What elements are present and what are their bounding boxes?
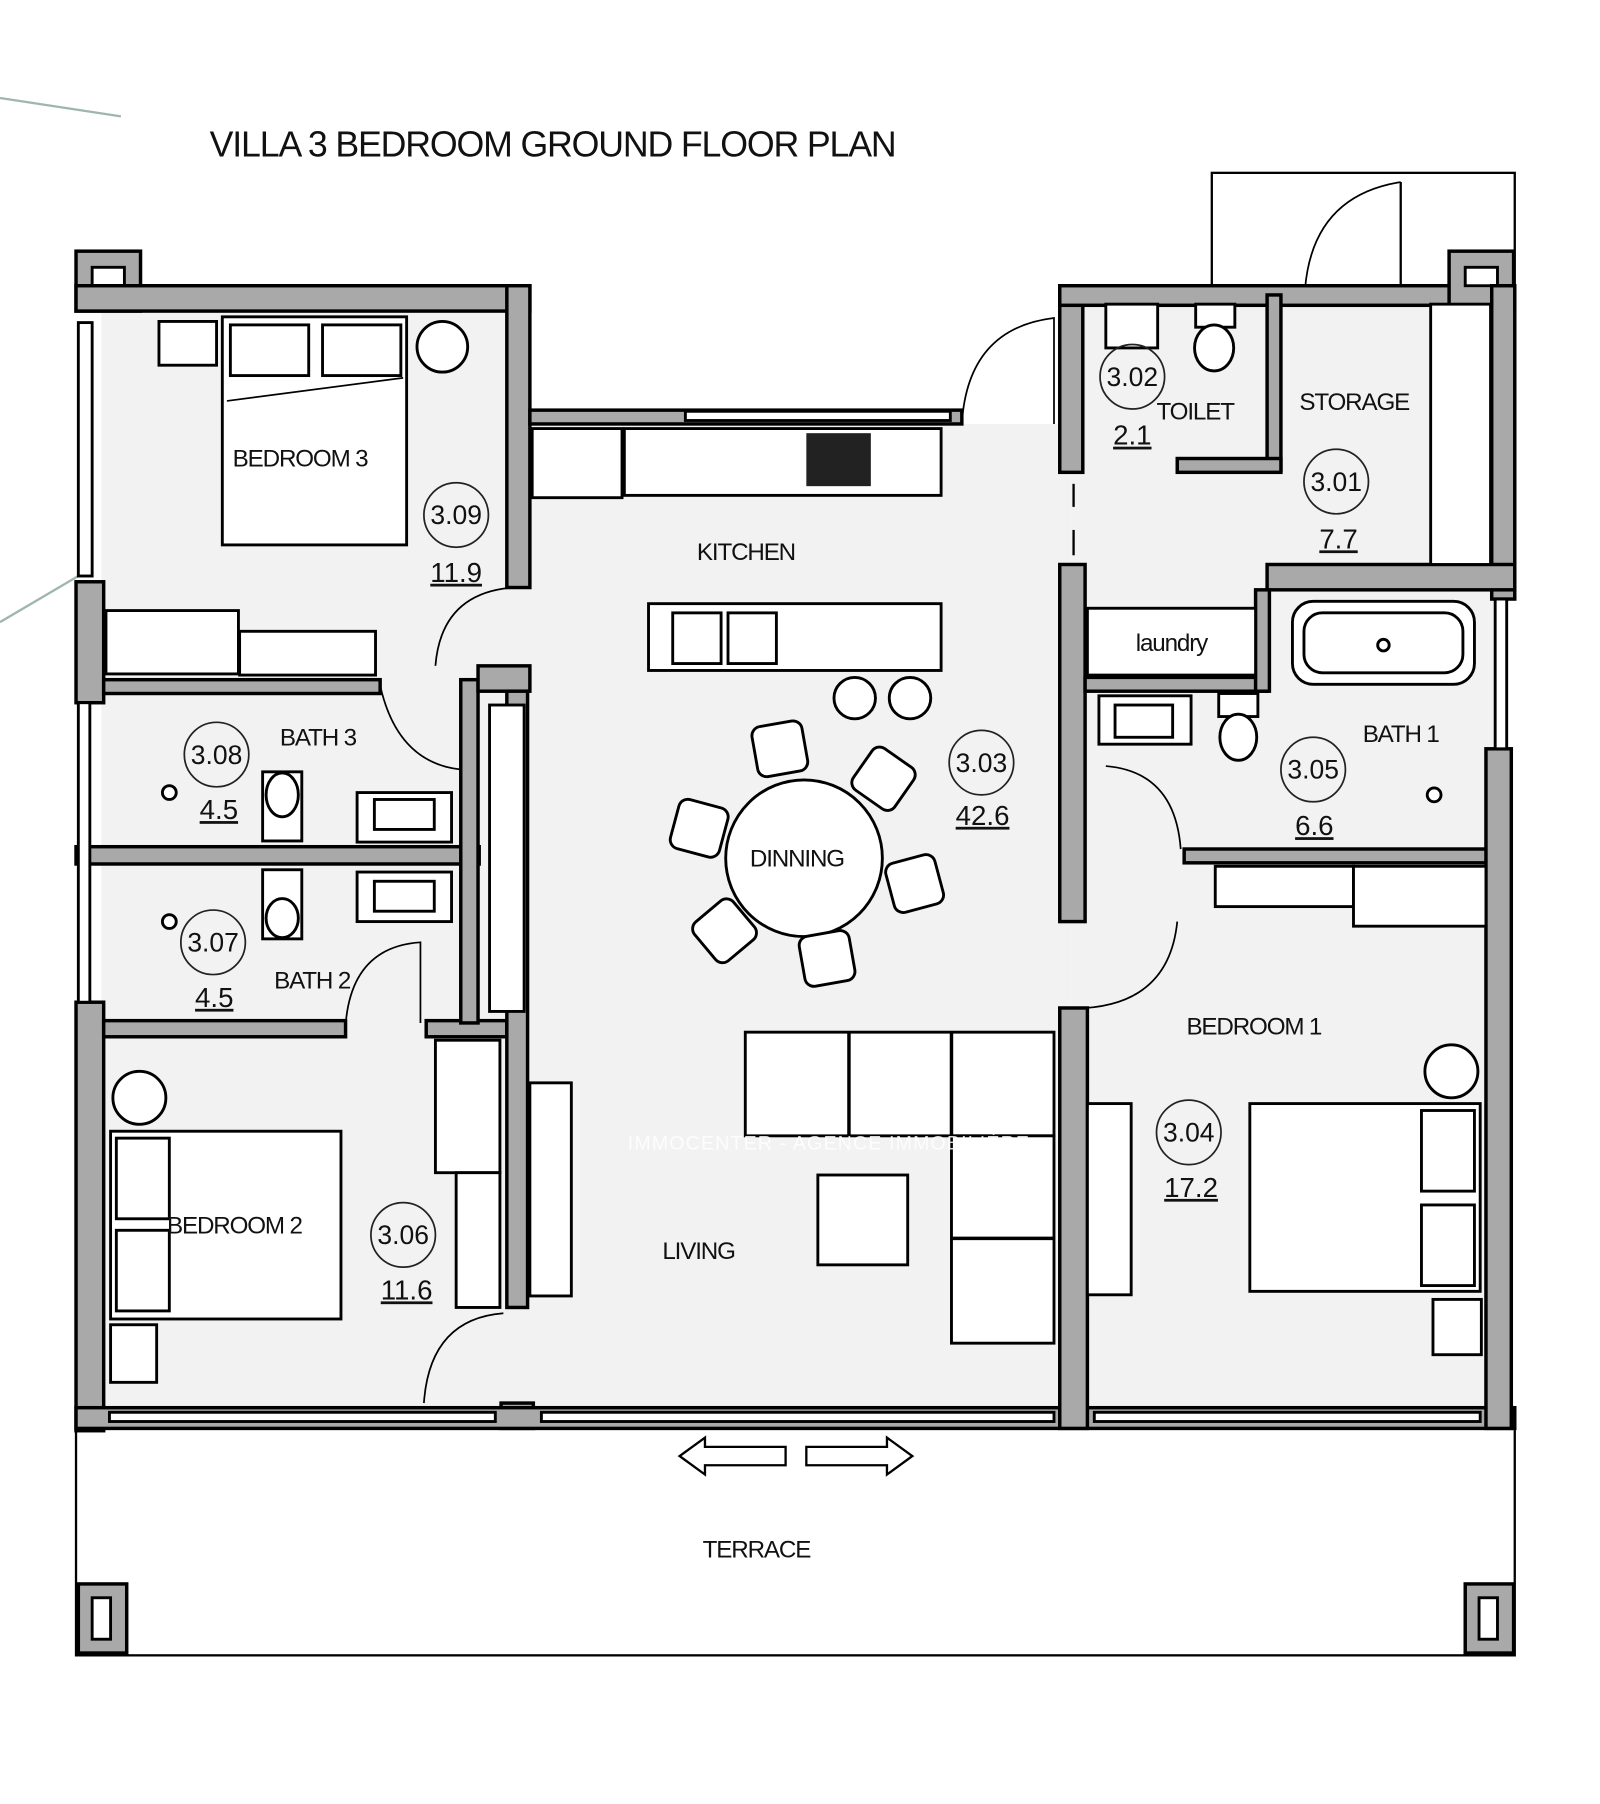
- room-area: 2.1: [1113, 420, 1151, 451]
- room-area: 11.9: [430, 557, 482, 588]
- room-label: BEDROOM 3: [233, 446, 368, 473]
- room-area: 17.2: [1164, 1172, 1218, 1203]
- room-code: 3.05: [1287, 755, 1339, 785]
- room-area: 42.6: [956, 800, 1010, 831]
- room-label: STORAGE: [1299, 389, 1410, 416]
- stray-line: [0, 575, 79, 624]
- room-area: 4.5: [195, 982, 233, 1013]
- dining-label: DINNING: [750, 845, 844, 872]
- sliding-arrow-left-icon: [677, 1435, 787, 1477]
- room-bedroom2: BEDROOM 2 3.06 11.6: [167, 1201, 437, 1305]
- windows: [76, 321, 1509, 1423]
- room-label: BATH 3: [280, 724, 357, 751]
- watermark: IMMOCENTER - AGENCE IMMOBILIÈRE: [628, 1132, 1030, 1155]
- living-label: LIVING: [662, 1238, 734, 1265]
- room-area: 6.6: [1295, 810, 1333, 841]
- room-toilet: TOILET 3.02 2.1: [1099, 343, 1236, 451]
- stray-line: [0, 96, 122, 118]
- sofa: [743, 1030, 1056, 1138]
- room-bath3: BATH 3 3.08 4.5: [183, 721, 358, 825]
- terrace-label: TERRACE: [703, 1536, 812, 1563]
- sliding-arrow-right-icon: [805, 1435, 915, 1477]
- room-code: 3.09: [430, 500, 482, 530]
- room-bath1: BATH 1 3.05 6.6: [1280, 721, 1441, 841]
- room-storage: STORAGE 3.01 7.7: [1299, 389, 1411, 554]
- room-bedroom3: BEDROOM 3 3.09 11.9: [233, 446, 490, 588]
- furniture: [104, 302, 1493, 1384]
- room-code: 3.02: [1107, 362, 1159, 392]
- laundry-label: laundry: [1136, 630, 1209, 657]
- room-label: BATH 2: [274, 967, 351, 994]
- room-area: 4.5: [200, 794, 238, 825]
- room-area: 11.6: [381, 1274, 433, 1305]
- room-label: BEDROOM 2: [167, 1213, 302, 1240]
- room-code: 3.07: [187, 928, 239, 958]
- room-kitchen-dining-living: KITCHEN DINNING LIVING 3.03 42.6: [662, 539, 1015, 1265]
- room-code: 3.01: [1310, 467, 1362, 497]
- plan-title: VILLA 3 BEDROOM GROUND FLOOR PLAN: [210, 125, 896, 165]
- room-bath2: BATH 2 3.07 4.5: [179, 909, 352, 1013]
- room-code: 3.08: [191, 740, 243, 770]
- terrace: TERRACE: [74, 1427, 1516, 1657]
- room-area: 7.7: [1319, 523, 1357, 554]
- room-code: 3.04: [1163, 1118, 1215, 1148]
- kitchen-label: KITCHEN: [697, 539, 795, 566]
- doors: [344, 317, 1182, 1404]
- room-code: 3.03: [956, 748, 1008, 778]
- room-bedroom1: BEDROOM 1 3.04 17.2: [1155, 1013, 1323, 1203]
- coffee-table: [816, 1173, 910, 1267]
- room-label: BEDROOM 1: [1186, 1013, 1321, 1040]
- room-code: 3.06: [377, 1220, 429, 1250]
- cooktop: [806, 433, 871, 487]
- room-label: TOILET: [1157, 398, 1236, 425]
- room-label: BATH 1: [1363, 721, 1440, 748]
